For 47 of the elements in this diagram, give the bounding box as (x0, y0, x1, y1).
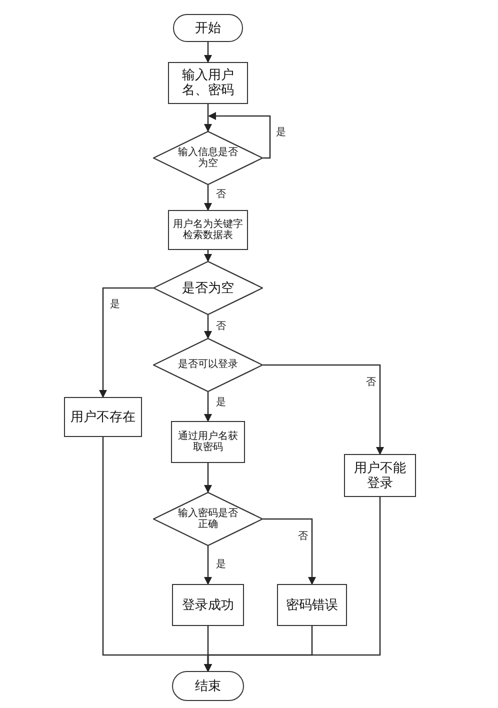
process-box (168, 210, 248, 250)
edge-label: 否 (366, 378, 376, 388)
edge-label: 否 (216, 322, 226, 332)
process-box (171, 421, 245, 463)
arrow (204, 42, 212, 63)
node-label: 用户不存在 (70, 410, 136, 424)
process-box (344, 454, 416, 497)
node-label: 结束 (195, 678, 221, 694)
node-label: 是否为空 (182, 280, 234, 296)
arrow (204, 250, 212, 262)
arrow (263, 518, 316, 585)
node-label: 登录成功 (182, 598, 234, 612)
arrow (204, 392, 212, 422)
arrow (204, 497, 381, 672)
arrow (208, 112, 271, 159)
terminal-shape (172, 671, 244, 701)
arrow (204, 315, 212, 339)
decision-diamond (153, 492, 263, 546)
process-box (168, 62, 248, 104)
decision-diamond (153, 261, 263, 315)
edge-label: 否 (298, 532, 308, 542)
arrow (263, 364, 384, 455)
arrow (204, 463, 212, 493)
node-label: 开始 (195, 20, 221, 36)
edge-label: 否 (216, 190, 226, 200)
node-label: 输入信息是否为空 (177, 146, 239, 170)
edge-label: 是 (110, 300, 120, 310)
node-label: 密码错误 (286, 598, 338, 612)
decision-diamond (153, 338, 263, 392)
node-label: 是否可以登录 (178, 359, 238, 371)
node-label: 通过用户名获取密码 (177, 430, 239, 454)
arrow (204, 546, 212, 585)
edge-label: 是 (276, 128, 286, 138)
node-label: 输入用户名、密码 (181, 68, 235, 98)
edge-label: 是 (216, 398, 226, 408)
decision-diamond (153, 131, 263, 185)
edge-label: 是 (216, 560, 226, 570)
node-label: 用户名为关键字检索数据表 (173, 218, 243, 242)
terminal-shape (173, 14, 243, 42)
arrow (99, 287, 153, 398)
node-label: 用户不能登录 (353, 460, 407, 490)
process-box (172, 584, 244, 626)
node-label: 输入密码是否正确 (177, 508, 239, 530)
process-box (64, 397, 142, 437)
process-box (277, 584, 347, 626)
arrow (204, 104, 212, 132)
arrow (204, 185, 212, 211)
